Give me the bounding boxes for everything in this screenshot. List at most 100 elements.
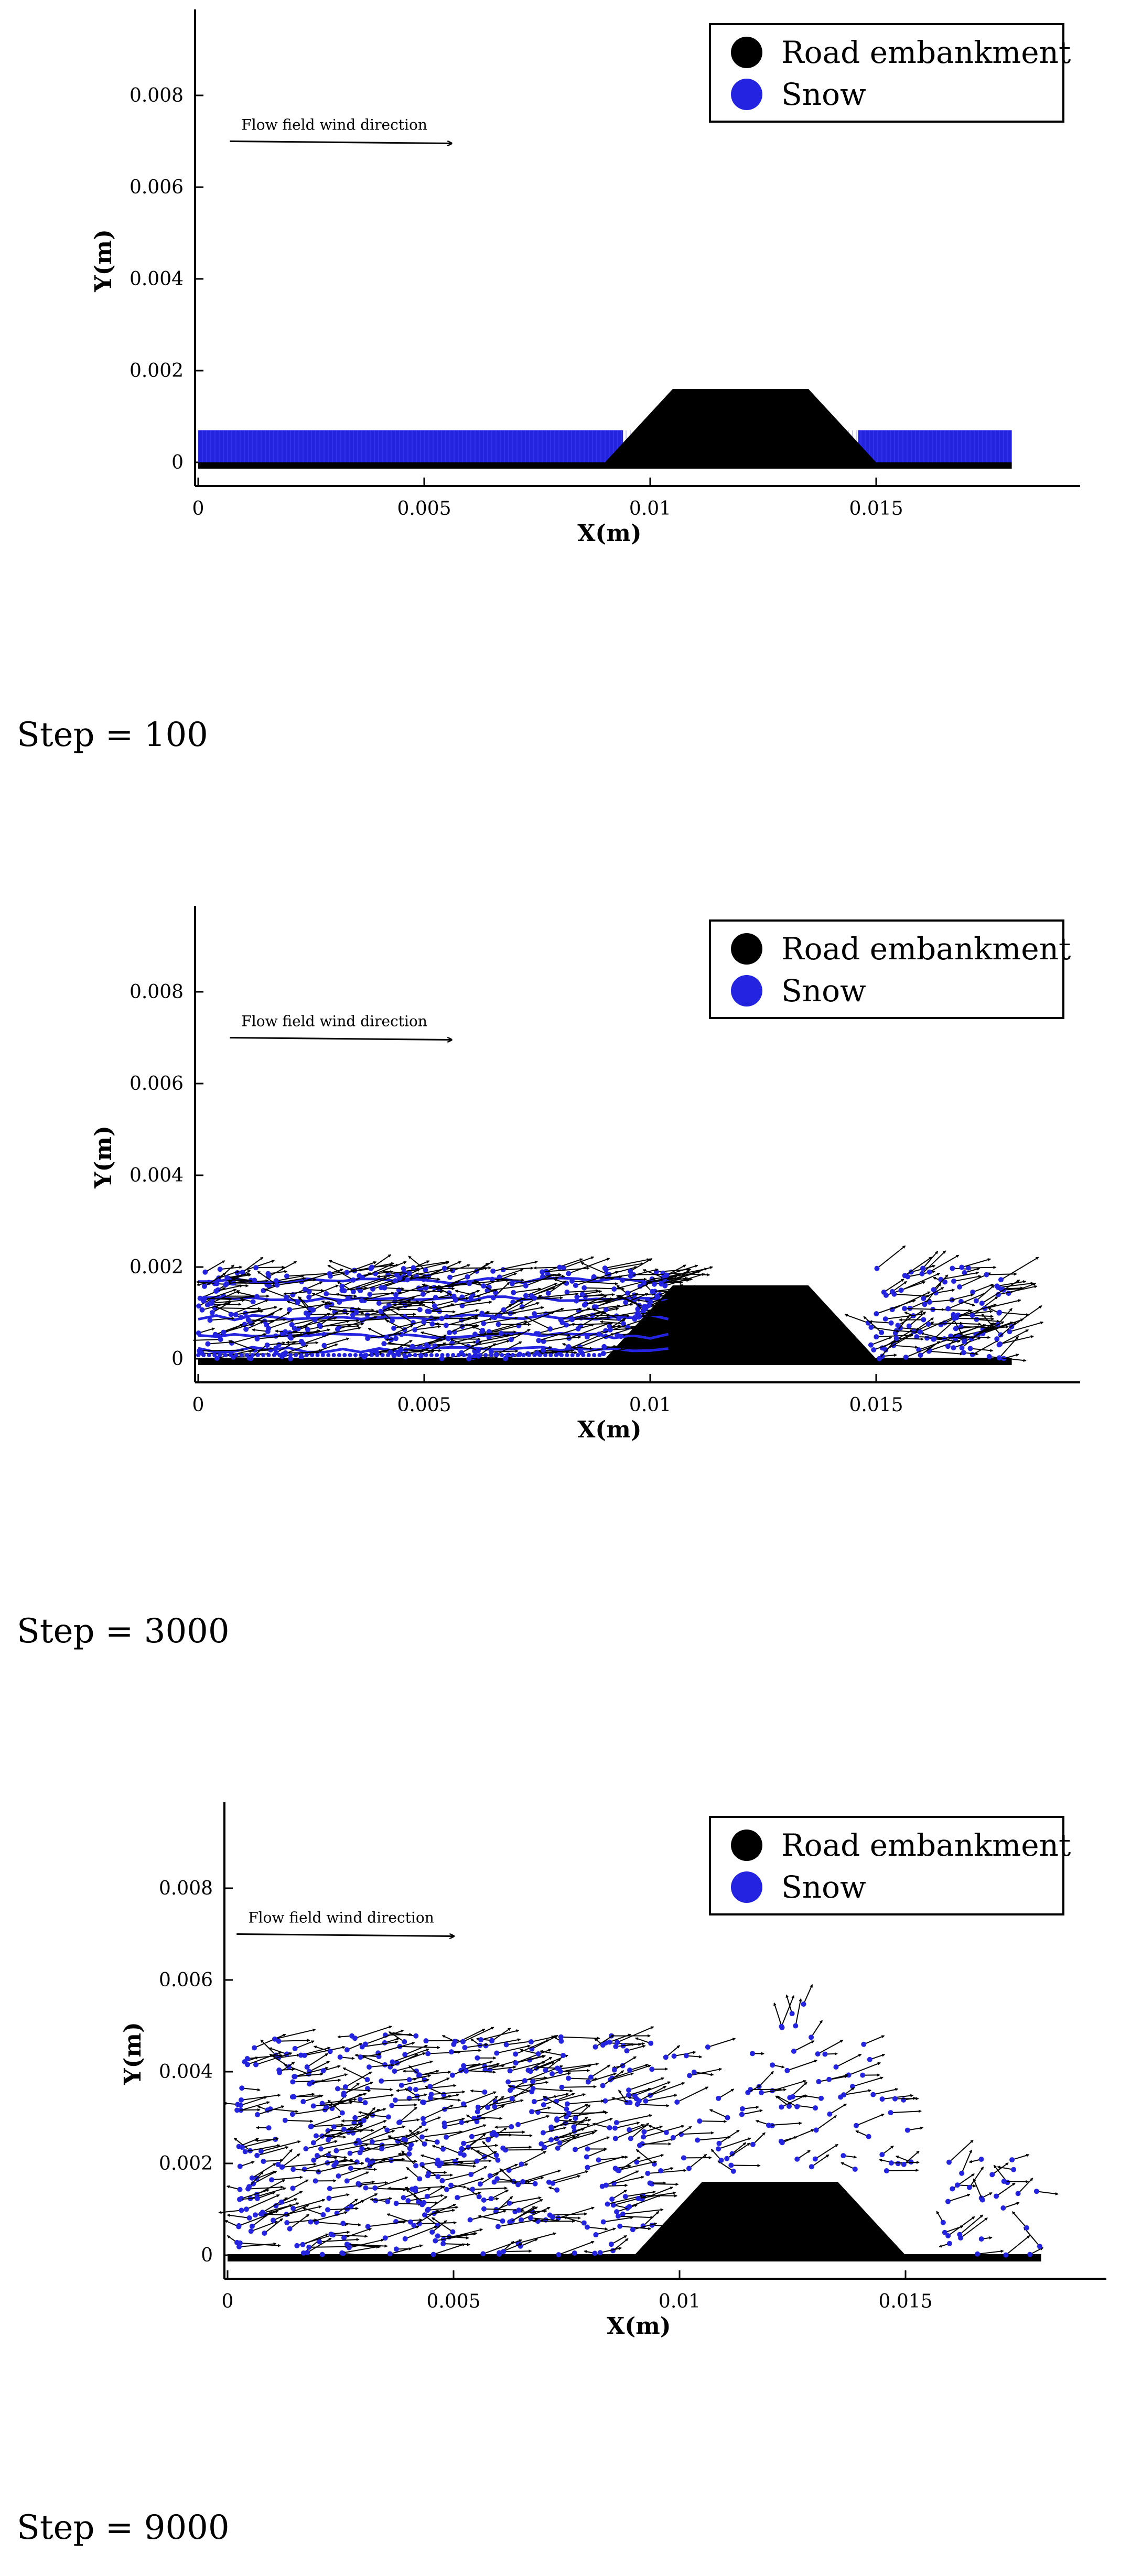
snow-particle <box>516 1353 521 1357</box>
snow-particle <box>888 2160 894 2166</box>
snow-particle <box>441 1265 447 1271</box>
snow-particle <box>532 1353 537 1357</box>
snow-particle <box>674 2099 680 2105</box>
snow-velocity-vector <box>964 1267 981 1273</box>
snow-particle <box>327 2049 333 2054</box>
snow-particle <box>841 2092 847 2098</box>
snow-particle <box>367 1292 373 1297</box>
snow-particle <box>451 1293 457 1299</box>
snow-particle <box>341 2126 347 2132</box>
snow-velocity-vector <box>953 1337 982 1349</box>
snow-velocity-vector <box>550 2212 588 2216</box>
snow-velocity-vector <box>954 1317 995 1321</box>
snow-particle <box>452 2038 458 2044</box>
snow-particle <box>440 1353 445 1357</box>
snow-velocity-vector <box>793 2040 815 2052</box>
snow-velocity-vector <box>204 1272 227 1287</box>
snow-particle <box>585 2146 590 2152</box>
snow-velocity-vector <box>470 1289 498 1298</box>
snow-particle <box>794 2156 800 2162</box>
snow-particle <box>389 1318 395 1324</box>
snow-velocity-vector <box>311 2123 344 2127</box>
snow-particle <box>300 2242 306 2247</box>
snow-particle <box>482 2089 488 2095</box>
snow-particle <box>429 1321 435 1327</box>
snow-velocity-vector <box>869 1320 891 1324</box>
snow-velocity-vector <box>427 1310 456 1314</box>
snow-particle <box>201 1283 207 1289</box>
snow-velocity-vector <box>343 2227 372 2238</box>
snow-particle <box>413 2087 418 2093</box>
snow-particle <box>283 1329 288 1335</box>
snow-velocity-vector <box>469 1279 510 1284</box>
snow-particle <box>326 2195 332 2201</box>
snow-particle <box>254 2152 260 2158</box>
snow-velocity-vector <box>893 1345 919 1349</box>
snow-particle <box>881 1290 887 1295</box>
snow-particle <box>854 2123 859 2128</box>
snow-particle <box>443 1323 449 1328</box>
snow-particle <box>261 2159 266 2164</box>
snow-particle <box>461 1353 466 1357</box>
wind-direction-arrow <box>236 1933 454 1936</box>
snow-particle <box>903 1355 909 1360</box>
snow-particle <box>347 2150 353 2156</box>
snow-particle <box>596 1332 602 1337</box>
snow-velocity-vector <box>446 2177 484 2190</box>
snow-velocity-vector <box>210 1290 240 1304</box>
snow-velocity-vector <box>267 1341 286 1346</box>
snow-particle <box>487 2173 493 2179</box>
snow-particle <box>548 1353 553 1357</box>
snow-particle <box>871 1347 877 1353</box>
snow-particle <box>386 1302 392 1308</box>
snow-velocity-vector <box>612 2238 629 2252</box>
snow-particle <box>597 2250 603 2256</box>
y-tick-label: 0.008 <box>159 1878 213 1899</box>
snow-particle <box>449 2072 455 2078</box>
snow-particle <box>409 2187 415 2192</box>
snow-particle <box>1024 2225 1029 2231</box>
snow-velocity-vector <box>461 1340 483 1354</box>
snow-velocity-vector <box>248 1319 275 1323</box>
snow-particle <box>236 2244 242 2249</box>
snow-particle <box>379 2146 385 2151</box>
snow-velocity-vector <box>329 2184 363 2189</box>
snow-particle <box>348 2166 353 2171</box>
snow-particle <box>461 2140 467 2146</box>
snow-velocity-vector <box>329 2126 353 2138</box>
snow-particle <box>641 2129 647 2135</box>
snow-velocity-vector <box>375 1261 407 1274</box>
snow-velocity-vector <box>885 1313 924 1320</box>
snow-velocity-vector <box>493 2130 525 2134</box>
snow-particle <box>344 1270 350 1275</box>
snow-particle <box>331 2124 337 2130</box>
snow-particle <box>658 2168 664 2174</box>
snow-particle <box>867 2057 873 2062</box>
snow-particle <box>579 1292 585 1297</box>
snow-velocity-vector <box>446 2124 487 2138</box>
snow-particle <box>337 1353 341 1357</box>
snow-particle <box>927 1299 932 1305</box>
snow-velocity-vector <box>487 1284 529 1292</box>
snow-velocity-vector <box>463 2091 497 2105</box>
snow-particle <box>953 1336 958 1341</box>
snow-velocity-vector <box>871 1326 900 1333</box>
snow-particle <box>574 1294 580 1300</box>
snow-particle <box>417 2176 423 2182</box>
snow-particle <box>240 1270 245 1275</box>
snow-velocity-vector <box>929 1298 956 1303</box>
snow-velocity-vector <box>922 1251 939 1269</box>
snow-particle <box>651 1281 657 1287</box>
snow-velocity-vector <box>972 1339 999 1355</box>
snow-particle <box>474 2158 480 2164</box>
snow-particle <box>364 2157 370 2163</box>
snow-particle <box>954 1315 960 1321</box>
snow-particle <box>957 1284 963 1290</box>
x-axis-title: X(m) <box>577 520 641 547</box>
snow-particle <box>439 1356 445 1361</box>
snow-velocity-vector <box>263 2159 284 2162</box>
snow-velocity-vector <box>420 1331 449 1339</box>
snow-particle <box>555 2145 561 2151</box>
snow-velocity-vector <box>518 2232 557 2244</box>
snow-particle <box>545 1290 551 1296</box>
